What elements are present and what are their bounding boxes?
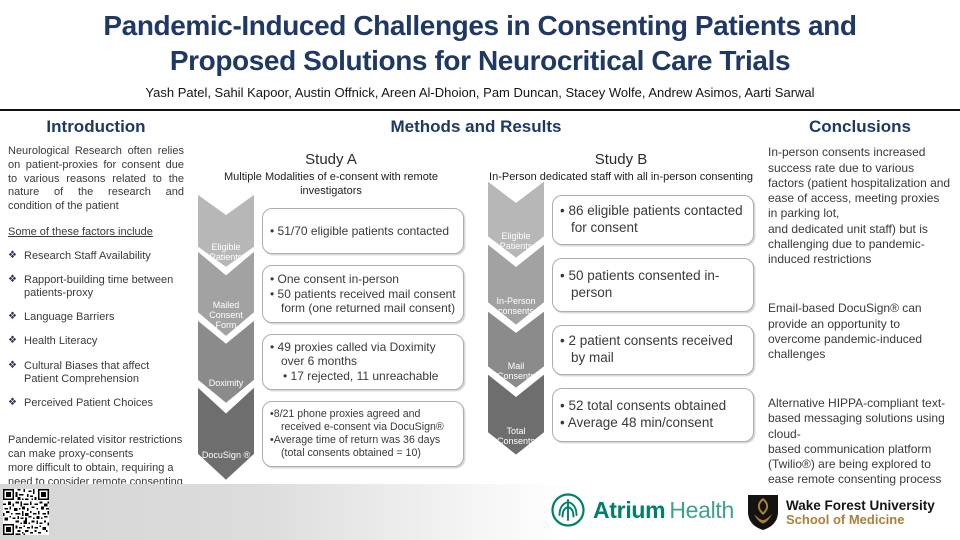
flow-step: Doximity • 49 proxies called via Doximity… [198,320,464,403]
factor-item: ❖ Research Staff Availability [8,250,184,263]
flow-step-line: • One consent in-person [270,271,399,286]
flow-step-label: Total Consents [496,425,536,446]
flow-step-box: • One consent in-person• 50 patients rec… [262,264,464,323]
flow-step-box: • 51/70 eligible patients contacted [262,207,464,254]
authors-line: Yash Patel, Sahil Kapoor, Austin Offnick… [145,85,815,101]
diamond-bullet-icon: ❖ [8,249,17,261]
flow-step: Eligible Patients • 51/70 eligible patien… [198,194,464,267]
factor-item: ❖ Perceived Patient Choices [8,397,184,410]
header-divider [0,109,960,112]
methods-section: Methods and Results Study A Multiple Mod… [184,115,768,480]
factor-item: ❖ Language Barriers [8,311,184,324]
diamond-bullet-icon: ❖ [8,311,17,323]
footer-gradient-band [0,484,566,540]
flow-step-line: • 50 patients received mail consent form… [270,286,456,316]
flow-step: DocuSign ® •8/21 phone proxies agreed and… [198,387,464,480]
flow-step-label: DocuSign ® [201,449,251,460]
factor-item: ❖ Rapport-building time between patients-… [8,274,184,300]
study-a-flow: Eligible Patients • 51/70 eligible patien… [198,194,464,480]
introduction-heading: Introduction [46,117,146,137]
conclusions-heading: Conclusions [808,117,911,137]
factors-heading: Some of these factors include [8,225,153,238]
flow-step-line: • Average 48 min/consent [560,414,714,430]
flow-step-box: • 86 eligible patients contacted for con… [552,194,754,245]
flow-step-line: • 52 total consents obtained [560,398,727,414]
flow-step: In-Person consents • 50 patients consente… [488,244,754,325]
flow-step-line: • 51/70 eligible patients contacted [270,223,449,238]
flow-step-box: •8/21 phone proxies agreed and received … [262,400,464,467]
factor-text: Research Staff Availability [24,249,151,262]
factor-text: Rapport-building time between patients-p… [24,273,174,299]
diamond-bullet-icon: ❖ [8,273,17,285]
flow-step-box: • 2 patient consents received by mail [552,324,754,375]
atrium-wordmark: Atrium [593,496,666,523]
conclusions-section: Conclusions In-person consents increased… [768,115,952,487]
factors-list: ❖ Research Staff Availability ❖ Rapport-bui… [8,250,184,411]
flow-step-box: • 52 total consents obtained• Average 48… [552,387,754,442]
factor-item: ❖ Cultural Biases that affect Patient Com… [8,360,184,386]
study-b: Study B In-Person dedicated staff with a… [476,145,766,477]
content-columns: Introduction Neurological Research often… [0,111,960,503]
study-b-subtitle: In-Person dedicated staff with all in-pe… [489,171,753,184]
flow-step-chevron-icon: Mailed Consent Form [198,251,254,336]
introduction-section: Introduction Neurological Research often… [8,115,184,503]
diamond-bullet-icon: ❖ [8,359,17,371]
flow-step-chevron-icon: DocuSign ® [198,387,254,480]
flow-step-box: • 49 proxies called via Doximity over 6 … [262,333,464,390]
wake-forest-line2: School of Medicine [786,511,905,527]
flow-step-label: Eligible Patients [499,230,533,251]
methods-heading: Methods and Results [390,117,562,137]
diamond-bullet-icon: ❖ [8,396,17,408]
diamond-bullet-icon: ❖ [8,335,17,347]
conclusions-paragraphs: In-person consents increased success rat… [768,145,952,487]
conclusion-paragraph: Alternative HIPPA-compliant text-based m… [768,396,946,487]
wake-forest-logo: Wake Forest University School of Medicin… [747,494,935,531]
study-a-title: Study A [305,151,357,169]
qr-code [3,489,49,535]
conclusion-paragraph: In-person consents increased success rat… [768,145,951,267]
flow-step-line: • 17 rejected, 11 unreachable [283,369,439,384]
factor-text: Health Literacy [24,335,98,348]
flow-step-chevron-icon: Eligible Patients [488,181,544,258]
atrium-tree-icon [551,493,585,527]
flow-step: Mail Consents • 2 patient consents receiv… [488,311,754,388]
flow-step-label: Doximity [208,377,244,388]
poster-header: Pandemic-Induced Challenges in Consentin… [0,0,960,100]
conclusion-paragraph: Email-based DocuSign® can provide an opp… [768,301,923,362]
flow-step-box: • 50 patients consented in-person [552,257,754,312]
factor-text: Language Barriers [24,311,115,324]
introduction-paragraph: Neurological Research often relies on pa… [8,145,184,212]
wake-forest-line1: Wake Forest University [786,497,935,513]
wake-forest-shield-icon [748,495,778,530]
poster-title: Pandemic-Induced Challenges in Consentin… [103,10,857,76]
flow-step-chevron-icon: Doximity [198,320,254,403]
factor-text: Perceived Patient Choices [24,396,154,409]
flow-step-line: • 50 patients consented in-person [560,268,720,300]
flow-step-label: Mail Consents [496,360,536,381]
study-b-flow: Eligible Patients • 86 eligible patients … [488,181,754,455]
flow-step-label: Mailed Consent Form [209,299,243,331]
study-a: Study A Multiple Modalities of e-consent… [186,145,476,480]
flow-step-line: • 2 patient consents received by mail [560,333,733,365]
flow-step-label: In-Person consents [496,295,536,316]
flow-step-chevron-icon: Eligible Patients [198,194,254,267]
flow-step: Eligible Patients • 86 eligible patients … [488,181,754,258]
atrium-wordmark-suffix: Health [669,496,734,523]
flow-step: Mailed Consent Form • One consent in-pers… [198,251,464,336]
factor-text: Cultural Biases that affect Patient Comp… [24,359,150,385]
flow-step-line: • 86 eligible patients contacted for con… [560,203,743,235]
flow-step-line: •8/21 phone proxies agreed and received … [270,407,444,433]
study-a-subtitle: Multiple Modalities of e-consent with re… [224,171,438,197]
flow-step: Total Consents • 52 total consents obtain… [488,374,754,455]
flow-step-line: •Average time of return was 36 days (tot… [270,433,441,459]
flow-step-label: Eligible Patients [209,241,243,263]
studies-wrap: Study A Multiple Modalities of e-consent… [186,145,766,480]
flow-step-line: • 49 proxies called via Doximity over 6 … [270,339,436,369]
study-b-title: Study B [594,151,648,169]
factor-item: ❖ Health Literacy [8,335,184,348]
